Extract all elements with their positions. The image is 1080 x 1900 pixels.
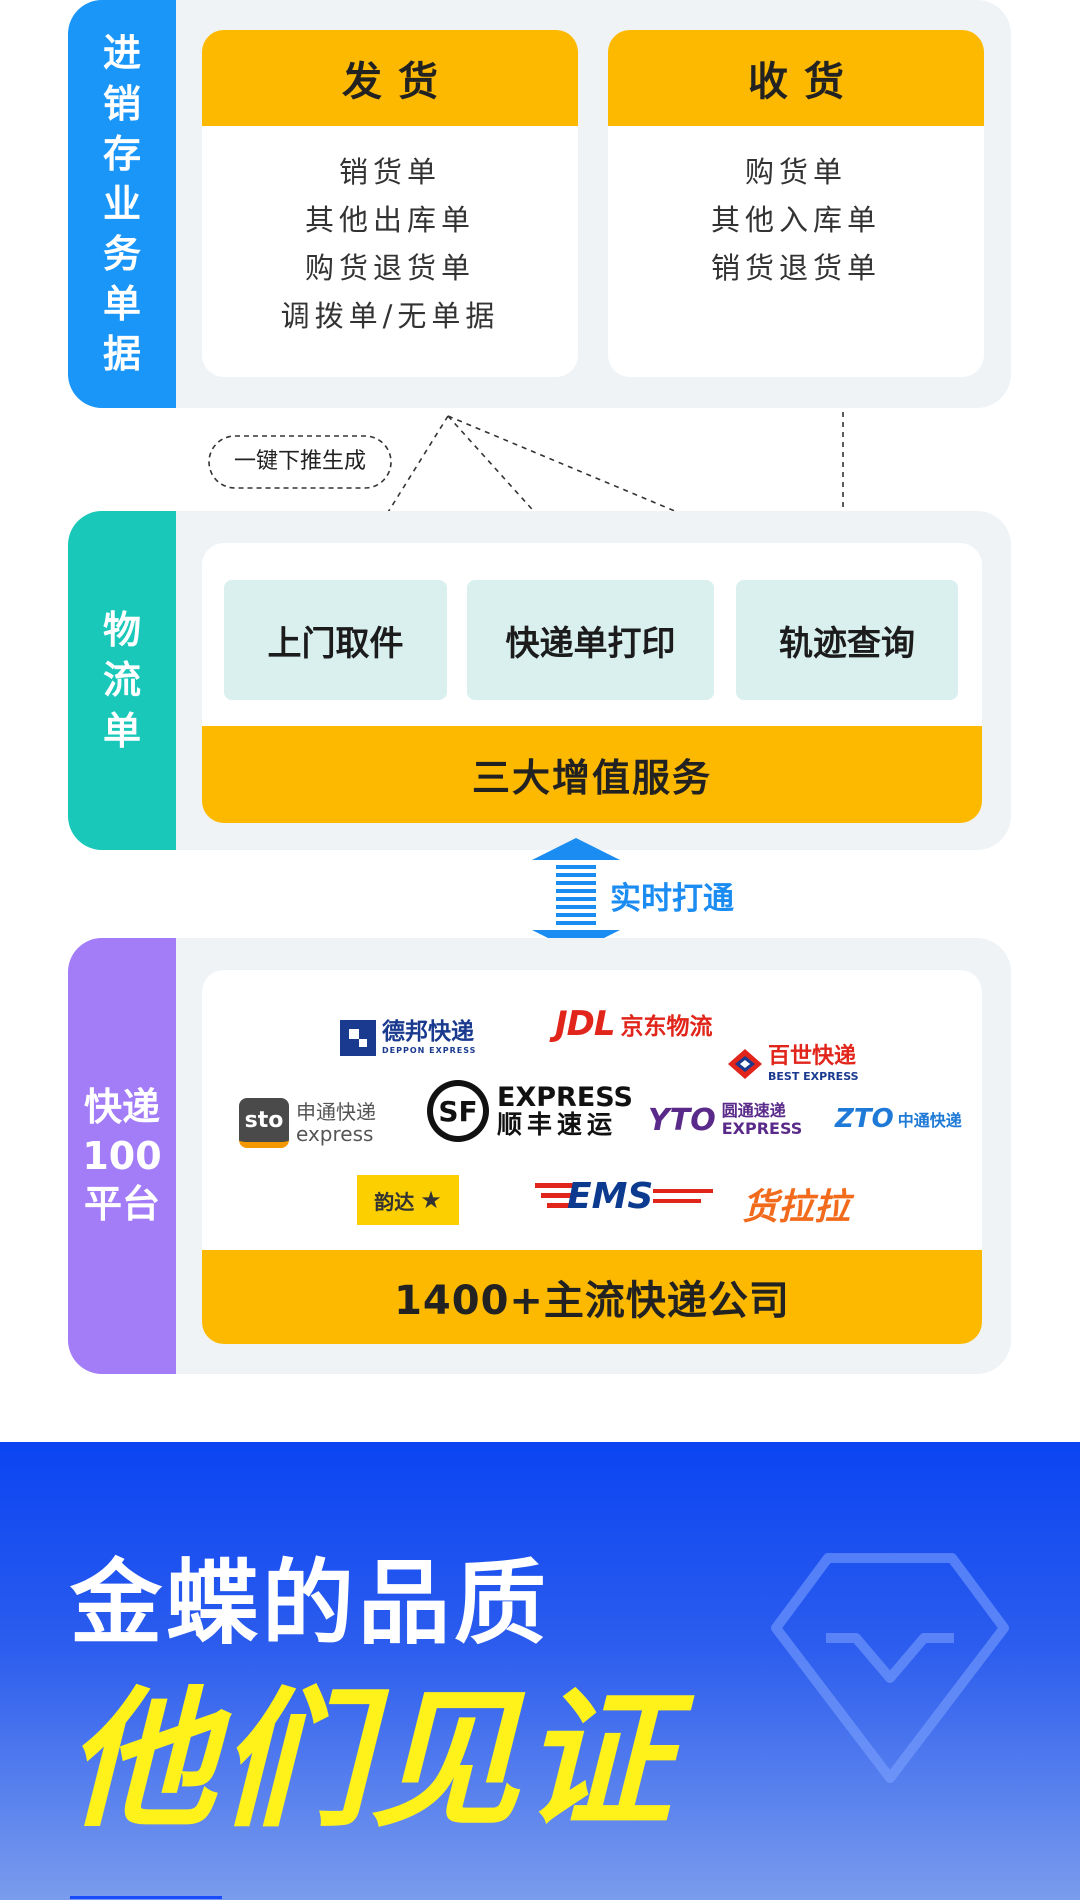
zto-name: ZTO <box>835 1104 894 1134</box>
ship-item: 销货单 <box>338 155 441 189</box>
sf-name: EXPRESS <box>497 1081 633 1113</box>
sf-sub: 顺丰速运 <box>497 1110 618 1140</box>
ship-card: 发货 销货单 其他出库单 购货退货单 调拨单/无单据 <box>202 30 578 377</box>
yunda-star-icon: ★ <box>420 1186 442 1214</box>
logistics-side-text: 物流单 <box>102 608 141 753</box>
banner-underline <box>70 1896 222 1899</box>
logo-huolala: 货拉拉 <box>742 1178 850 1230</box>
ship-item: 调拨单/无单据 <box>280 299 500 333</box>
logo-zto: ZTO 中通快递 <box>835 1104 962 1134</box>
huolala-name: 货拉拉 <box>742 1187 851 1228</box>
deppon-name: 德邦快递 <box>382 1019 474 1045</box>
yunda-name: 韵达 <box>374 1189 415 1214</box>
ems-stripe-icon <box>653 1188 714 1203</box>
logo-sto: sto 申通快递 express <box>239 1098 392 1148</box>
logistics-side-label: 物流单 <box>68 511 176 850</box>
business-docs-panel: 进销存业务单据 发货 销货单 其他出库单 购货退货单 调拨单/无单据 收货 购货… <box>68 0 1011 408</box>
deppon-icon <box>340 1020 376 1056</box>
sync-label: 实时打通 <box>610 881 734 917</box>
jdl-name: JDL <box>555 1004 616 1044</box>
service-pickup: 上门取件 <box>224 580 447 700</box>
quality-line1: 金蝶的品质 <box>70 1550 551 1657</box>
ship-item: 其他出库单 <box>304 203 475 237</box>
ship-item: 购货退货单 <box>304 251 475 285</box>
logo-deppon: 德邦快递 DEPPON EXPRESS <box>340 1020 476 1056</box>
quality-banner: 金蝶的品质 他们见证 <box>0 1442 1080 1900</box>
push-arrows <box>208 412 1080 580</box>
push-label-box <box>208 435 392 489</box>
ship-card-list: 销货单 其他出库单 购货退货单 调拨单/无单据 <box>202 126 578 340</box>
value-services-bar: 三大增值服务 <box>202 726 982 823</box>
kuaidi-side-text: 快递100平台 <box>82 1085 162 1227</box>
receive-card-list: 购货单 其他入库单 销货退货单 <box>608 126 984 292</box>
diamond-icon <box>771 1553 1009 1783</box>
logo-jdl: JDL 京东物流 <box>555 1004 713 1044</box>
service-print: 快递单打印 <box>467 580 714 700</box>
receive-item: 销货退货单 <box>710 251 881 285</box>
logo-yunda: 韵达 ★ <box>357 1175 459 1225</box>
receive-item: 购货单 <box>744 155 847 189</box>
deppon-sub: DEPPON EXPRESS <box>382 1046 477 1055</box>
sto-badge: sto <box>239 1098 289 1148</box>
best-name: 百世快递 <box>768 1044 857 1069</box>
svg-text:SF: SF <box>438 1095 477 1128</box>
ems-wing-icon <box>535 1182 573 1208</box>
service-track: 轨迹查询 <box>736 580 958 700</box>
sto-sub: 申通快递 express <box>296 1100 376 1146</box>
kuaidi-side-label: 快递100平台 <box>68 938 176 1374</box>
yto-name: YTO <box>648 1102 716 1138</box>
business-side-text: 进销存业务单据 <box>102 31 141 377</box>
logo-yto: YTO 圆通速递 EXPRESS <box>648 1102 818 1138</box>
jdl-sub: 京东物流 <box>620 1014 713 1040</box>
ship-card-title: 发货 <box>202 30 578 126</box>
logo-sf: SF EXPRESS 顺丰速运 <box>425 1078 633 1144</box>
sto-name: sto <box>244 1107 284 1133</box>
best-icon <box>728 1049 762 1079</box>
business-side-label: 进销存业务单据 <box>68 0 176 408</box>
couriers-bar: 1400+主流快递公司 <box>202 1250 982 1344</box>
quality-line2: 他们见证 <box>66 1674 675 1848</box>
receive-card-title: 收货 <box>608 30 984 126</box>
receive-card: 收货 购货单 其他入库单 销货退货单 <box>608 30 984 377</box>
logo-best: 百世快递 BEST EXPRESS <box>728 1046 859 1082</box>
sf-icon: SF <box>427 1080 489 1142</box>
logo-ems: EMS <box>535 1176 714 1217</box>
zto-sub: 中通快递 <box>897 1111 962 1130</box>
best-sub: BEST EXPRESS <box>768 1070 859 1083</box>
yto-sub: 圆通速递 EXPRESS <box>721 1101 803 1138</box>
push-label: 一键下推生成 <box>233 449 366 474</box>
ems-name: EMS <box>567 1176 654 1217</box>
receive-item: 其他入库单 <box>710 203 881 237</box>
